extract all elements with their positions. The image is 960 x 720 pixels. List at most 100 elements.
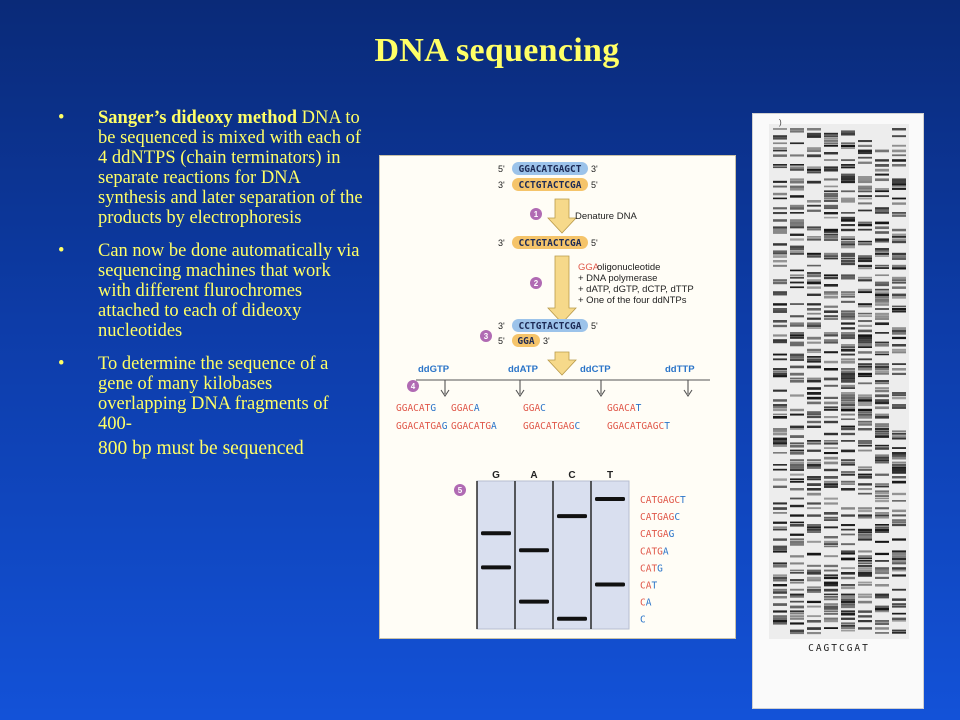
gel-strip-band: [824, 536, 838, 539]
gel-strip-band: [824, 526, 838, 529]
gel-strip-band: [773, 610, 787, 613]
gel-strip-band: [824, 195, 838, 198]
gel-strip-band: [875, 382, 889, 385]
gel-strip-band: [892, 567, 906, 570]
gel-strip-band: [892, 569, 906, 572]
gel-strip-band: [892, 344, 906, 347]
gel-strip-band: [824, 168, 838, 172]
gel-strip-band: [875, 344, 889, 347]
gel-strip-band: [892, 562, 906, 565]
gel-strip-band: [773, 442, 787, 445]
gel-strip-band: [773, 584, 787, 587]
gel-strip-band: [790, 276, 804, 279]
gel-strip-band: [807, 526, 821, 529]
gel-strip-band: [858, 176, 872, 179]
gel-strip-band: [773, 437, 787, 441]
gel-strip-band: [841, 404, 855, 407]
gel-strip-band: [841, 514, 855, 517]
gel-strip-band: [858, 209, 872, 212]
top-strand-end5: 5': [498, 164, 505, 174]
step-1-marker-label: 1: [534, 210, 539, 219]
gel-strip-band: [773, 440, 787, 443]
gel-strip-band: [773, 404, 787, 407]
gel-strip-band: [858, 560, 872, 562]
gel-strip-band: [858, 152, 872, 155]
ladder-label: CA: [640, 598, 652, 609]
gel-strip-band: [824, 440, 838, 442]
gel-strip-band: [824, 468, 838, 472]
gel-strip-band: [875, 495, 889, 497]
gel-strip-band: [773, 264, 787, 267]
gel-strip-band: [841, 368, 855, 370]
gel-strip-band: [824, 135, 838, 138]
gel-strip-band: [790, 128, 804, 131]
gel-strip-band: [841, 624, 855, 627]
gel-strip-band: [841, 425, 855, 428]
gel-strip-band: [790, 166, 804, 170]
gel-strip-band: [790, 504, 804, 508]
gel-strip-band: [858, 255, 872, 258]
gel-strip-band: [773, 464, 787, 466]
gel-strip-band: [824, 480, 838, 483]
ladder-label: CATGA: [640, 546, 669, 557]
gel-strip-band: [841, 471, 855, 473]
gel-strip-band: [824, 581, 838, 585]
gel-strip-band: [807, 605, 821, 608]
gel-strip-band: [790, 180, 804, 184]
gel-strip-band: [858, 416, 872, 419]
gel-strip-band: [892, 603, 906, 606]
gel-strip-band: [773, 485, 787, 488]
primer-seq: GGA: [517, 336, 534, 347]
gel-strip-band: [841, 524, 855, 527]
gel-strip-band: [824, 605, 838, 609]
gel-strip-band: [824, 540, 838, 544]
gel-strip-band: [841, 224, 855, 227]
gel-strip-band: [790, 533, 804, 536]
gel-strip-band: [824, 310, 838, 313]
denature-arrow: [547, 198, 577, 234]
gel-strip-band: [773, 370, 787, 373]
gel-strip-band: [892, 538, 906, 541]
gel-strip-band: [790, 269, 804, 272]
gel-strip-band: [875, 572, 889, 575]
gel-strip-band: [841, 372, 855, 376]
gel-strip-band: [892, 574, 906, 577]
gel-strip-band: [841, 377, 855, 380]
gel-strip-band: [790, 579, 804, 581]
gel-strip-band: [773, 192, 787, 196]
gel-strip-band: [892, 372, 906, 376]
gel-strip-band: [773, 444, 787, 447]
gel-strip-band: [892, 264, 906, 268]
gel-strip-band: [841, 627, 855, 629]
gel-strip-band: [807, 360, 821, 363]
gel-strip-band: [892, 396, 906, 400]
gel-strip-band: [858, 473, 872, 476]
gel-strip-band: [841, 399, 855, 402]
gel-strip-band: [807, 286, 821, 289]
step-5-marker-label: 5: [458, 486, 463, 495]
gel-strip-band: [807, 552, 821, 556]
gel-strip-band: [858, 466, 872, 469]
gel-strip-band: [824, 276, 838, 280]
step-2-line: + One of the four ddNTPs: [578, 295, 687, 306]
gel-strip-band: [858, 228, 872, 231]
gel-strip-band: [790, 605, 804, 609]
gel-strip-band: [858, 444, 872, 447]
gel-strip-band: [790, 600, 804, 603]
gel-strip-band: [892, 464, 906, 466]
gel-strip-band: [790, 377, 804, 380]
gel-strip-band: [892, 363, 906, 366]
gel-strip-band: [790, 380, 804, 383]
gel-strip-band: [858, 615, 872, 618]
gel-strip-band: [807, 341, 821, 344]
gel-strip-band: [875, 620, 889, 622]
gel-strip-band: [841, 413, 855, 416]
product-long: GGACATGAGC: [523, 421, 580, 432]
ladder-label: CAT: [640, 581, 657, 592]
gel-strip-band: [841, 315, 855, 318]
gel-strip-band: [892, 255, 906, 258]
gel-strip-band: [892, 447, 906, 449]
gel-strip-band: [790, 413, 804, 416]
gel-strip-band: [841, 252, 855, 256]
gel-strip-band: [807, 392, 821, 395]
